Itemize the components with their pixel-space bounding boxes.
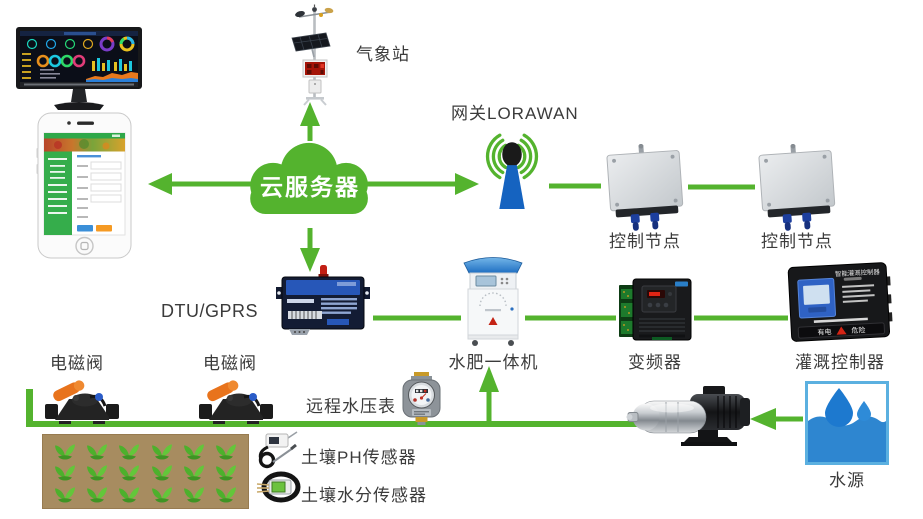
soil-moisture-sensor-icon <box>256 471 301 503</box>
weather-station-icon <box>291 4 334 106</box>
plant-icon <box>151 444 172 460</box>
control-node-left-icon <box>606 144 684 231</box>
irrigation-controller-icon: 智能灌溉控制器 有电 危险 <box>787 262 893 342</box>
water-source-icon <box>805 381 889 465</box>
monitor-dashboard-icon <box>16 27 142 110</box>
pressure-meter-icon <box>402 372 441 425</box>
plant-icon <box>87 444 108 460</box>
plant-icon <box>55 487 76 503</box>
phone-app-icon <box>36 112 132 259</box>
plant-icon <box>119 465 140 481</box>
plant-icon <box>183 465 204 481</box>
solenoid-valve-right-label: 电磁阀 <box>203 354 257 373</box>
irrigation-controller-label: 灌溉控制器 <box>795 353 885 372</box>
plant-icon <box>55 465 76 481</box>
solenoid-valve-left-icon <box>45 380 119 424</box>
controller-warning-right: 危险 <box>851 325 865 335</box>
field-plants <box>42 434 249 509</box>
plant-icon <box>151 465 172 481</box>
gateway-antenna-icon <box>485 133 539 210</box>
plant-icon <box>183 487 204 503</box>
controller-warning-left: 有电 <box>817 327 831 337</box>
cloud-server-icon <box>250 142 368 215</box>
vfd-label: 变频器 <box>628 353 682 372</box>
solenoid-valve-left-label: 电磁阀 <box>50 354 104 373</box>
weather-station-label: 气象站 <box>356 45 410 64</box>
vfd-icon <box>619 278 692 341</box>
plant-icon <box>215 444 236 460</box>
fertilizer-machine-label: 水肥一体机 <box>448 353 539 372</box>
control-node-left-label: 控制节点 <box>609 232 681 251</box>
soil-ph-sensor-label: 土壤PH传感器 <box>301 448 417 467</box>
plant-icon <box>119 487 140 503</box>
plant-icon <box>215 465 236 481</box>
soil-ph-sensor-icon <box>258 431 298 469</box>
plant-icon <box>215 487 236 503</box>
cloud-server-label: 云服务器 <box>260 174 360 200</box>
solenoid-valve-right-icon <box>199 380 273 424</box>
water-pipe-end <box>26 389 33 427</box>
plant-icon <box>55 444 76 460</box>
water-pump-icon <box>626 386 750 446</box>
plant-icon <box>87 465 108 481</box>
dtu-label: DTU/GPRS <box>161 301 259 321</box>
control-node-right-label: 控制节点 <box>761 232 833 251</box>
soil-moisture-sensor-label: 土壤水分传感器 <box>301 486 427 505</box>
pressure-meter-label: 远程水压表 <box>306 397 396 416</box>
gateway-label: 网关LORAWAN <box>451 104 579 123</box>
water-source-label: 水源 <box>829 471 865 490</box>
plant-icon <box>183 444 204 460</box>
dtu-gprs-icon <box>276 265 370 335</box>
water-pipe <box>27 421 640 427</box>
plant-icon <box>87 487 108 503</box>
control-node-right-icon <box>758 144 836 231</box>
fertilizer-machine-icon <box>463 257 523 346</box>
plant-icon <box>151 487 172 503</box>
plant-icon <box>119 444 140 460</box>
controller-panel-title: 智能灌溉控制器 <box>835 267 881 278</box>
